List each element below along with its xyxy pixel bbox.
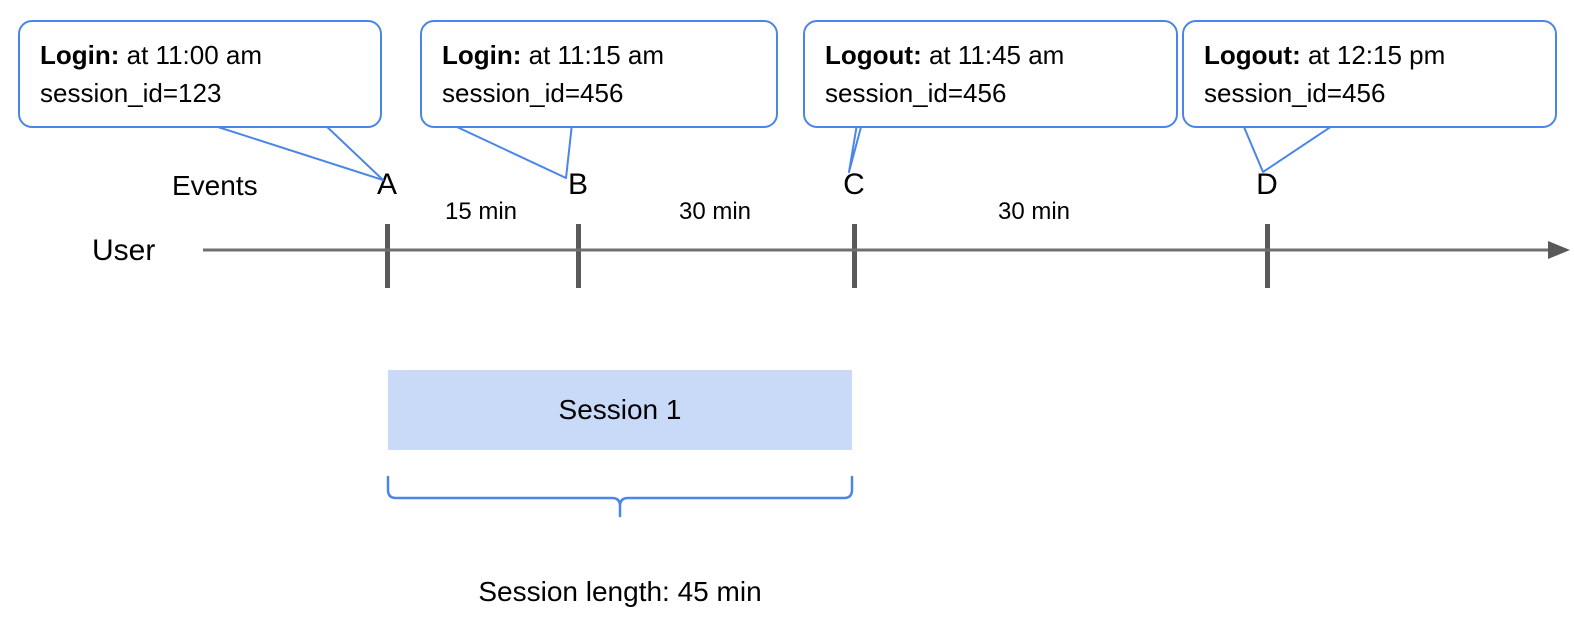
- callout-a-line1: Login: at 11:00 am: [40, 36, 360, 74]
- event-tick-b: [576, 224, 581, 288]
- callout-c-line1: Logout: at 11:45 am: [825, 36, 1156, 74]
- callout-c-type: Logout:: [825, 40, 922, 70]
- callout-b-time: at 11:15 am: [521, 40, 665, 70]
- callout-d-type: Logout:: [1204, 40, 1301, 70]
- event-letter-d: D: [1256, 168, 1278, 201]
- callout-c-time: at 11:45 am: [921, 40, 1065, 70]
- callout-tail-c: [848, 123, 862, 173]
- callout-a-time: at 11:00 am: [119, 40, 263, 70]
- callout-c-line2: session_id=456: [825, 78, 1007, 108]
- callout-a-line2: session_id=123: [40, 78, 222, 108]
- callout-login-b[interactable]: Login: at 11:15 am session_id=456: [420, 20, 778, 128]
- event-tick-a: [385, 224, 390, 288]
- user-row-label: User: [92, 234, 156, 267]
- event-tick-c: [852, 224, 857, 288]
- session-length-label: Session length: 45 min: [478, 576, 762, 607]
- gap-label-a-b: 15 min: [444, 198, 518, 225]
- callout-logout-c[interactable]: Logout: at 11:45 am session_id=456: [803, 20, 1178, 128]
- session-bar-session-1[interactable]: Session 1: [388, 370, 852, 450]
- session-brace: [386, 475, 854, 518]
- event-letter-a: A: [376, 168, 397, 201]
- callout-d-line2: session_id=456: [1204, 78, 1386, 108]
- callout-d-time: at 12:15 pm: [1300, 40, 1446, 70]
- callout-d-line1: Logout: at 12:15 pm: [1204, 36, 1535, 74]
- event-letter-b: B: [567, 168, 588, 201]
- user-timeline-axis: [203, 241, 1570, 259]
- gap-label-c-d: 30 min: [997, 198, 1071, 225]
- callout-logout-d[interactable]: Logout: at 12:15 pm session_id=456: [1182, 20, 1557, 128]
- callout-b-line1: Login: at 11:15 am: [442, 36, 756, 74]
- callout-b-type: Login:: [442, 40, 522, 70]
- session-bar-label: Session 1: [558, 394, 682, 425]
- callout-tail-b: [456, 123, 573, 179]
- callout-tail-d: [1243, 123, 1336, 173]
- callout-a-type: Login:: [40, 40, 120, 70]
- event-letter-c: C: [843, 168, 865, 201]
- callout-b-line2: session_id=456: [442, 78, 624, 108]
- gap-label-b-c: 30 min: [678, 198, 752, 225]
- events-row-label: Events: [172, 170, 258, 201]
- event-tick-d: [1265, 224, 1270, 288]
- callout-login-a[interactable]: Login: at 11:00 am session_id=123: [18, 20, 382, 128]
